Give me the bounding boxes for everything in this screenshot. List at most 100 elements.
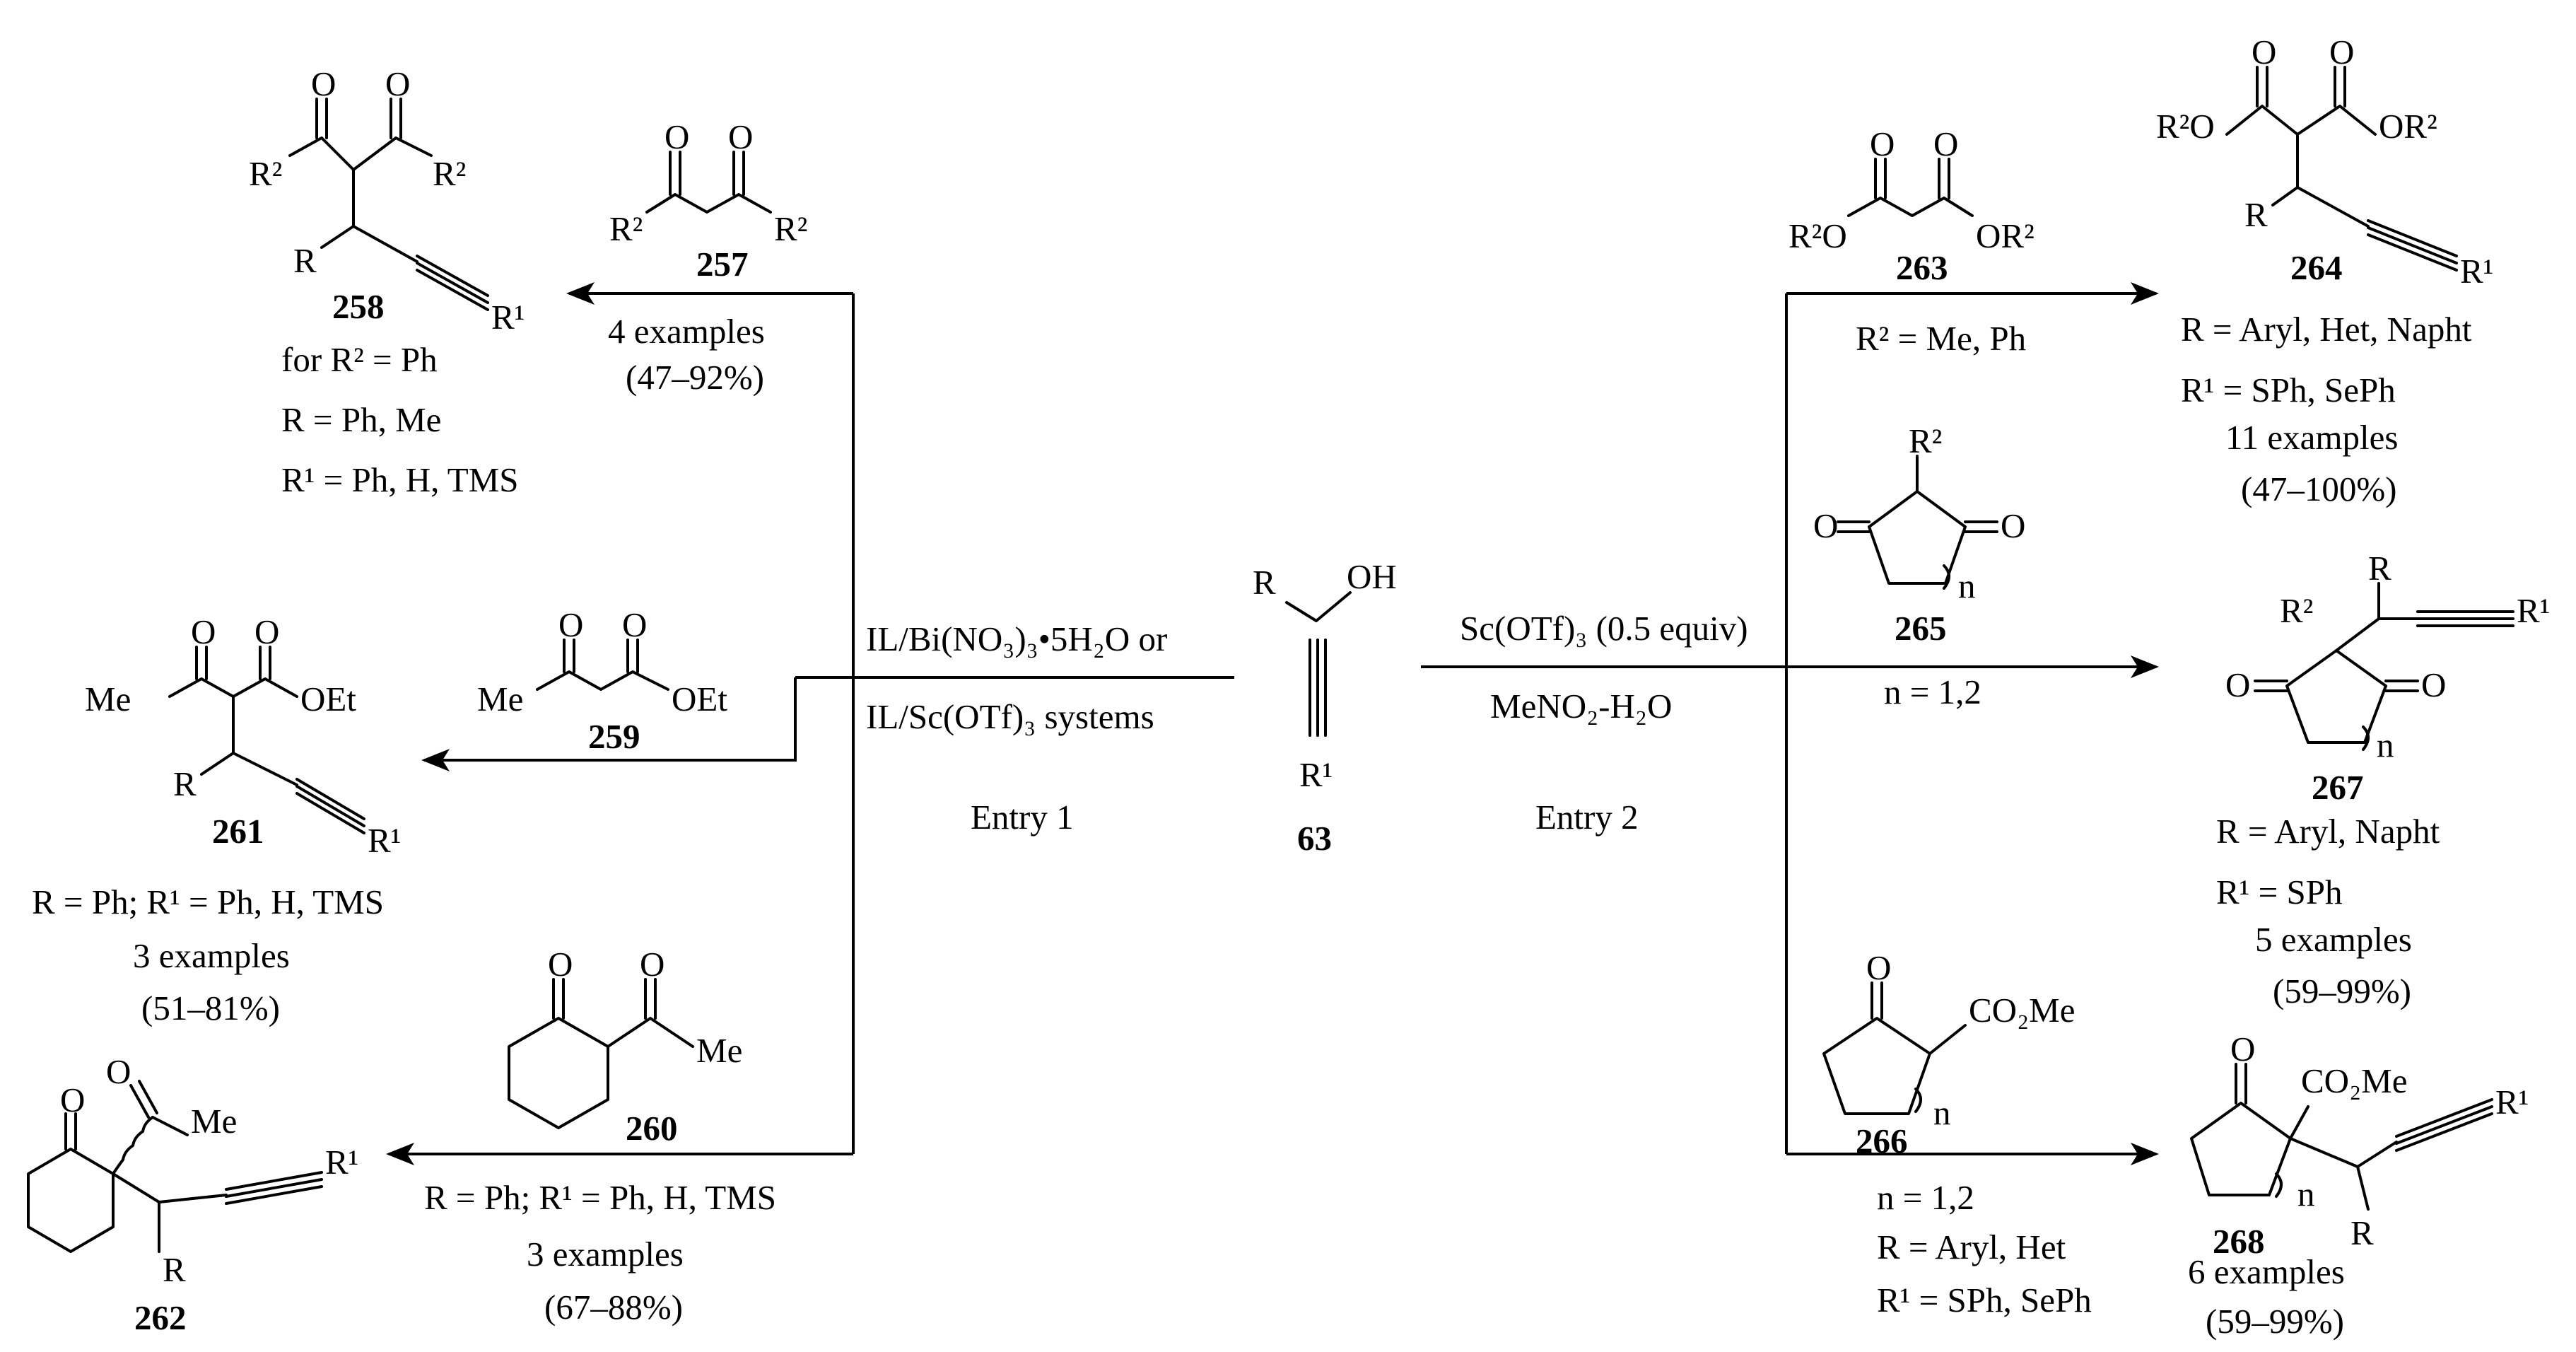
triple-bond xyxy=(2367,226,2458,264)
notes-268-line1: 6 examples xyxy=(2188,1252,2345,1291)
compound-265: R² O O n 265 xyxy=(1813,421,2025,648)
label-r1: R¹ xyxy=(2495,1083,2529,1121)
label-o: O xyxy=(728,117,753,156)
entry1-reagent-line2: IL/Sc(OTf)₃ systems xyxy=(866,697,1154,736)
label-o: O xyxy=(385,64,410,103)
label-o: O xyxy=(2329,33,2354,71)
compound-number-260: 260 xyxy=(626,1109,678,1148)
label-r2-right: R² xyxy=(433,154,466,193)
label-o: O xyxy=(191,612,216,651)
label-r2o: R²O xyxy=(2156,107,2215,146)
skeleton xyxy=(2225,105,2377,136)
triple-bond xyxy=(416,255,489,297)
notes-261-line1: R = Ph; R¹ = Ph, H, TMS xyxy=(32,882,384,921)
compound-number-262: 262 xyxy=(134,1298,187,1337)
label-oet: OEt xyxy=(672,680,727,718)
compound-262: O O Me R¹ R 262 xyxy=(27,1052,358,1337)
bond xyxy=(352,225,418,263)
compound-number-266: 266 xyxy=(1856,1121,1908,1160)
label-r2-left: R² xyxy=(249,154,282,193)
compound-number-258: 258 xyxy=(332,287,385,326)
bond xyxy=(2296,186,2370,228)
notes-258-line2: R = Ph, Me xyxy=(281,400,441,439)
label-r: R xyxy=(1253,563,1276,602)
notes-268-line2: (59–99%) xyxy=(2206,1302,2344,1341)
bond xyxy=(232,752,298,786)
cyclopentane-ring xyxy=(1822,1017,1931,1115)
bond xyxy=(2271,133,2299,206)
notes-267-line3: 5 examples xyxy=(2255,920,2412,959)
conditions-260-line2: 3 examples xyxy=(527,1235,684,1274)
label-o: O xyxy=(548,945,573,984)
compound-number-257: 257 xyxy=(696,245,749,284)
label-or2: OR² xyxy=(2379,107,2437,146)
triple-bond xyxy=(2367,219,2458,257)
label-r: R xyxy=(2350,1213,2374,1252)
notes-264-line2: R¹ = SPh, SePh xyxy=(2181,371,2396,409)
label-r1: R¹ xyxy=(325,1143,358,1182)
label-r1: R¹ xyxy=(1299,755,1333,794)
label-o: O xyxy=(2001,506,2025,545)
compound-264: O O R²O OR² R R¹ 264 xyxy=(2156,33,2493,291)
label-me: Me xyxy=(477,680,523,718)
label-r: R xyxy=(2368,549,2391,588)
compound-267: R R² R¹ O O n 267 xyxy=(2225,549,2550,807)
entry2-label: Entry 2 xyxy=(1535,798,1639,837)
triple-bond xyxy=(295,792,365,834)
entry2-arrows xyxy=(1421,282,2159,1165)
compound-268: O CO₂Me R¹ n R 268 xyxy=(2190,1030,2529,1261)
label-n: n xyxy=(2297,1175,2315,1213)
cyclopentane-ring xyxy=(2190,1102,2292,1196)
label-r1: R¹ xyxy=(2517,591,2550,630)
bond xyxy=(1928,1024,1967,1055)
triple-bond xyxy=(225,1171,323,1191)
label-o: O xyxy=(2230,1030,2255,1068)
notes-261-line3: (51–81%) xyxy=(141,989,280,1027)
triple-bond xyxy=(2395,1112,2493,1152)
label-r: R xyxy=(173,764,197,803)
compound-261: O O Me OEt R R¹ 261 xyxy=(85,612,401,860)
notes-264-line1: R = Aryl, Het, Napht xyxy=(2181,310,2472,349)
skeleton xyxy=(168,677,298,698)
conditions-260-line1: R = Ph; R¹ = Ph, H, TMS xyxy=(424,1178,776,1217)
compound-number-63: 63 xyxy=(1297,819,1332,858)
conditions-257-line2: (47–92%) xyxy=(626,358,764,397)
triple-bond xyxy=(225,1178,323,1198)
bond xyxy=(2289,1105,2309,1140)
compound-number-264: 264 xyxy=(2290,248,2343,287)
notes-258-line1: for R² = Ph xyxy=(281,340,438,379)
label-or2: OR² xyxy=(1976,216,2035,255)
compound-257: O O R² R² 257 xyxy=(609,117,807,284)
bond xyxy=(2356,1165,2370,1211)
label-o: O xyxy=(60,1080,85,1119)
label-o: O xyxy=(2225,665,2250,704)
skeleton xyxy=(1847,197,1974,217)
triple-bond xyxy=(416,269,489,311)
compound-266: O CO₂Me n 266 xyxy=(1822,948,2075,1160)
cyclohexane-ring xyxy=(508,1017,609,1129)
cyclopentane-ring xyxy=(1868,490,1967,585)
triple-bond xyxy=(416,262,489,304)
conditions-265: n = 1,2 xyxy=(1884,672,1981,711)
label-n: n xyxy=(2377,725,2394,764)
label-co2me: CO₂Me xyxy=(1969,991,2075,1030)
label-o: O xyxy=(622,605,647,644)
label-r: R xyxy=(163,1250,186,1289)
compound-number-268: 268 xyxy=(2213,1222,2265,1261)
conditions-260-line3: (67–88%) xyxy=(544,1288,683,1327)
notes-267-line4: (59–99%) xyxy=(2273,972,2411,1010)
label-r2: R² xyxy=(2280,591,2313,630)
ring-size-bracket xyxy=(2275,1172,2283,1198)
bond xyxy=(200,695,235,776)
label-co2me: CO₂Me xyxy=(2301,1061,2407,1100)
compound-number-259: 259 xyxy=(588,717,640,756)
label-o: O xyxy=(311,64,336,103)
conditions-266-line3: R¹ = SPh, SePh xyxy=(1877,1281,2092,1319)
label-me: Me xyxy=(191,1102,237,1141)
label-r2-left: R² xyxy=(609,209,643,248)
label-me: Me xyxy=(696,1031,742,1070)
wavy-bond xyxy=(112,1116,154,1175)
notes-267-line1: R = Aryl, Napht xyxy=(2216,812,2440,851)
bond xyxy=(2356,1141,2398,1168)
